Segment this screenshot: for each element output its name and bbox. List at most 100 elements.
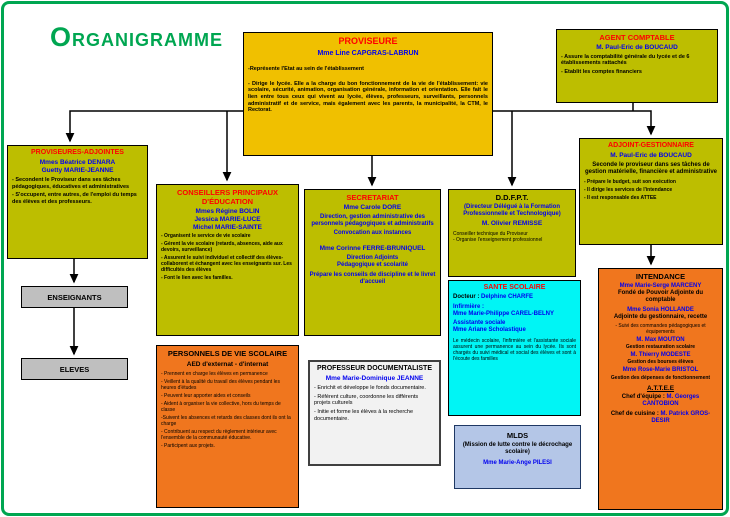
bullet-item: - Il est responsable des ATTEE bbox=[584, 194, 657, 201]
description-paragraph: - Dirige le lycée. Elle a la charge du b… bbox=[248, 80, 488, 114]
bullet-item: - Etablit les comptes financiers bbox=[561, 68, 642, 75]
box-agent-comptable: AGENT COMPTABLE M. Paul-Eric de BOUCAUD … bbox=[556, 29, 718, 103]
role-label: Infirmière : bbox=[453, 303, 485, 310]
person-line: Docteur : Delphine CHARFE bbox=[453, 294, 576, 301]
box-secretariat: SECRETARIAT Mme Carole DORE Direction, g… bbox=[304, 189, 441, 336]
bullet-item: - Initie et forme les élèves à la recher… bbox=[314, 408, 414, 422]
page-title: ORGANIGRAMME bbox=[50, 22, 223, 53]
box-cpe: CONSEILLERS PRINCIPAUX D'ÉDUCATION Mmes … bbox=[156, 184, 299, 336]
bullet-item: -Suivent les absences et retards des cla… bbox=[161, 414, 291, 427]
role-description: Seconde le proviseur dans ses tâches de … bbox=[584, 162, 718, 176]
bullet-list: - Secondent le Proviseur dans ses tâches… bbox=[12, 177, 143, 205]
box-title: PROVISEURES-ADJOINTES bbox=[31, 149, 124, 156]
box-enseignants: ENSEIGNANTS bbox=[21, 286, 128, 308]
box-intendance: INTENDANCE Mme Marie-Serge MARCENY Fondé… bbox=[598, 268, 723, 510]
person-name: Mme Corinne FERRE-BRUNIQUEL bbox=[319, 245, 426, 253]
person-name: M. Paul-Eric de BOUCAUD bbox=[610, 152, 692, 160]
person-name: Mmes Béatrice DENARA bbox=[39, 159, 116, 167]
role-description: Direction, gestion administrative des pe… bbox=[311, 213, 434, 227]
role-description: Gestion des bourses élèves bbox=[627, 359, 694, 366]
bullet-item: - S'occupent, entre autres, de l'emploi … bbox=[12, 192, 137, 205]
bullet-item: - Aident à organiser la vie collective, … bbox=[161, 400, 281, 413]
person-line: Chef de cuisine : M. Patrick GROS-DESIR bbox=[603, 411, 718, 425]
box-title: INTENDANCE bbox=[635, 272, 686, 281]
person-name: Mme Line CAPGRAS-LABRUN bbox=[317, 49, 419, 57]
bullet-list: - Enrichit et développe le fonds documen… bbox=[314, 385, 435, 422]
bullet-item: - Référent culture, coordonne les différ… bbox=[314, 393, 419, 407]
box-eleves: ELEVES bbox=[21, 358, 128, 380]
bullet-item: - Font le lien avec les familles. bbox=[161, 275, 233, 282]
connector-line bbox=[493, 110, 656, 136]
bullet-item: - Participent aux projets. bbox=[161, 442, 215, 449]
box-title: ADJOINT-GESTIONNAIRE bbox=[608, 142, 694, 149]
person-name: Mme Sonia HOLLANDE bbox=[627, 306, 694, 313]
person-name: Mme Marie-Philippe CAREL-BELNY bbox=[453, 310, 555, 317]
role-description: Adjointe du gestionnaire, recette bbox=[613, 313, 708, 320]
box-title: CONSEILLERS PRINCIPAUX D'ÉDUCATION bbox=[176, 188, 279, 206]
role-description: Pédagogique et scolarité bbox=[336, 262, 409, 269]
role-description: Convocation aux instances bbox=[333, 230, 412, 237]
role-label: Docteur : bbox=[453, 294, 480, 301]
person-name: Mme Marie-Serge MARCENY bbox=[619, 283, 702, 289]
role-description: Prépare les conseils de discipline et le… bbox=[309, 271, 436, 285]
connector-line bbox=[65, 110, 243, 143]
role-extra: - Suivi des commandes pédagogiques et éq… bbox=[615, 322, 706, 335]
page-title-rest: RGANIGRAMME bbox=[72, 30, 224, 50]
box-vie-scolaire: PERSONNELS DE VIE SCOLAIRE AED d'externa… bbox=[156, 345, 299, 508]
bullet-item: - Veillent à la qualité du travail des é… bbox=[161, 378, 280, 391]
person-name: Delphine CHARFE bbox=[481, 294, 534, 301]
person-name: M. Olivier REMISSE bbox=[481, 220, 543, 228]
bullet-list: - Assure la comptabilité générale du lyc… bbox=[561, 54, 713, 76]
box-proviseures-adjointes: PROVISEURES-ADJOINTES Mmes Béatrice DENA… bbox=[7, 145, 148, 259]
box-title: PERSONNELS DE VIE SCOLAIRE bbox=[167, 349, 288, 358]
person-name: Mme Ariane Scholastique bbox=[453, 327, 526, 334]
box-mlds: MLDS (Mission de lutte contre le décroch… bbox=[454, 425, 581, 489]
box-title: MLDS bbox=[506, 431, 529, 440]
box-title: ENSEIGNANTS bbox=[47, 292, 102, 302]
person-name: Mme Rose-Marie BRISTOL bbox=[622, 367, 699, 374]
attee-title: A.T.T.E.E bbox=[646, 384, 675, 392]
person-name: Michel MARIE-SAINTE bbox=[193, 223, 262, 231]
box-title: AGENT COMPTABLE bbox=[599, 33, 675, 42]
bullet-item: - Peuvent leur apporter aides et conseil… bbox=[161, 392, 251, 399]
role-description: - Organise l'enseignement professionnel bbox=[453, 237, 543, 244]
description-line: -Représente l'Etat au sein de l'établiss… bbox=[248, 66, 365, 73]
bullet-item: - Prépare le budget, suit son exécution bbox=[584, 178, 676, 185]
box-title: PROFESSEUR DOCUMENTALISTE bbox=[317, 365, 432, 372]
person-name: Guetty MARIE-JEANNE bbox=[41, 167, 114, 175]
person-line: Chef d'équipe : M. Georges CANTOBION bbox=[603, 394, 718, 408]
bullet-item: - Assure la comptabilité générale du lyc… bbox=[561, 53, 690, 67]
bullet-item: - Organisent le service de vie scolaire bbox=[161, 233, 251, 240]
person-name: Mmes Régine BOLIN bbox=[195, 208, 260, 215]
role-label: Assistante sociale bbox=[453, 319, 506, 326]
box-adjoint-gestionnaire: ADJOINT-GESTIONNAIRE M. Paul-Eric de BOU… bbox=[579, 138, 723, 245]
bullet-list: - Prépare le budget, suit son exécution … bbox=[584, 179, 718, 201]
bullet-list: - Prennent en charge les élèves en perma… bbox=[161, 371, 294, 449]
person-name: M. Thierry MODESTE bbox=[630, 352, 691, 359]
role-description: Conseiller technique du Proviseur bbox=[453, 231, 528, 238]
person-name: M. Patrick GROS-DESIR bbox=[651, 410, 711, 424]
page-title-initial: O bbox=[50, 22, 73, 52]
box-title: PROVISEURE bbox=[338, 36, 398, 46]
bullet-item: - Assurent le suivi individuel et collec… bbox=[161, 255, 292, 274]
person-name: Jessica MARIE-LUCE bbox=[194, 215, 261, 223]
box-title: D.D.F.P.T. bbox=[495, 193, 529, 202]
bullet-item: - Il dirige les services de l'intendance bbox=[584, 186, 673, 193]
description-paragraph: Le médecin scolaire, l'infirmière et l'a… bbox=[453, 338, 576, 363]
box-proviseure: PROVISEURE Mme Line CAPGRAS-LABRUN -Repr… bbox=[243, 32, 493, 156]
role-label: Chef de cuisine : bbox=[610, 410, 659, 417]
box-title: SANTE SCOLAIRE bbox=[483, 284, 546, 291]
role-description: Fondé de Pouvoir Adjointe du comptable bbox=[617, 290, 704, 304]
person-name: M. Paul-Eric de BOUCAUD bbox=[596, 44, 678, 51]
bullet-item: - Contribuent au respect du règlement in… bbox=[161, 428, 277, 441]
bullet-item: - Secondent le Proviseur dans ses tâches… bbox=[12, 176, 130, 190]
role-label: Chef d'équipe : bbox=[621, 394, 665, 401]
role-description: Direction Adjoints bbox=[346, 255, 399, 262]
box-subtitle: (Mission de lutte contre le décrochage s… bbox=[462, 442, 573, 456]
bullet-item: - Prennent en charge les élèves en perma… bbox=[161, 370, 268, 377]
role-description: Gestion restauration scolaire bbox=[625, 344, 696, 351]
bullet-item: - Enrichit et développe le fonds documen… bbox=[314, 385, 426, 392]
box-title: SECRETARIAT bbox=[346, 193, 399, 202]
box-ddfpt: D.D.F.P.T. (Directeur Délégué à la Forma… bbox=[448, 189, 576, 277]
